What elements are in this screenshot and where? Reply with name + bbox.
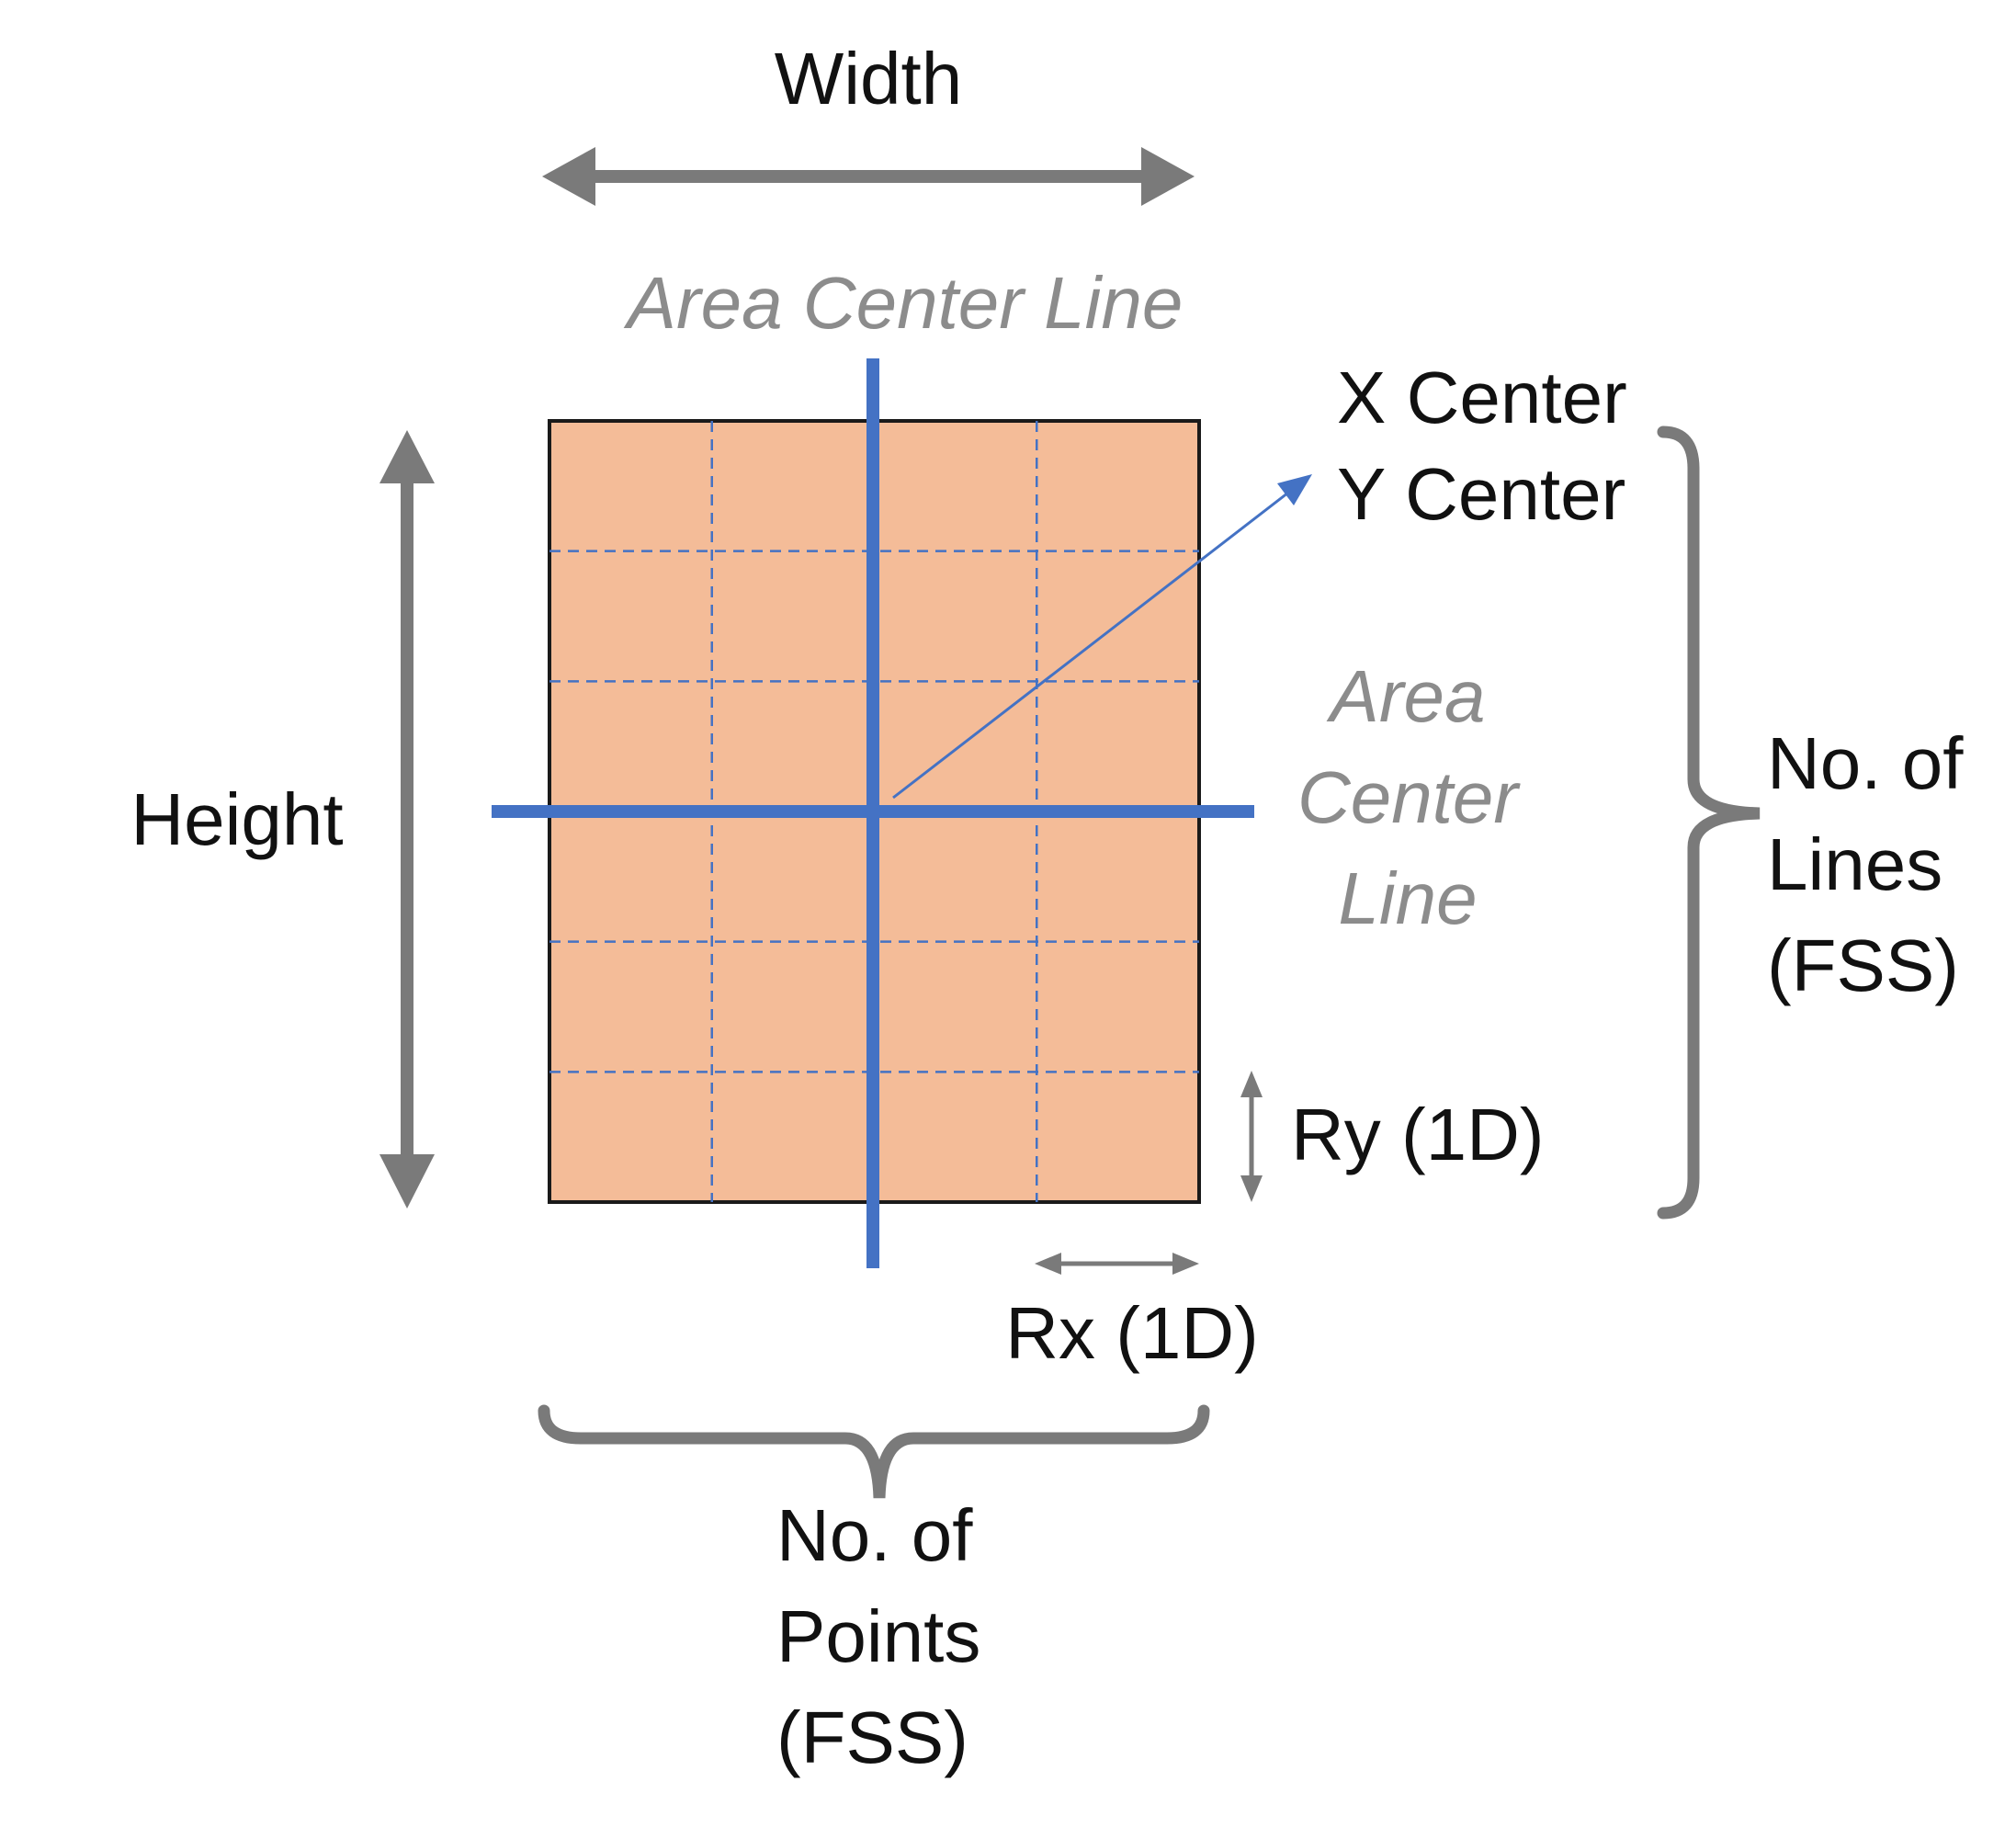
width-label: Width <box>775 38 963 119</box>
area-center-line-right-line-3: Line <box>1338 857 1477 939</box>
y-center-label: Y Center <box>1337 453 1625 535</box>
x-center-label: X Center <box>1337 357 1627 438</box>
points-brace <box>538 1404 1210 1499</box>
no-of-points-line-1: No. of <box>776 1494 973 1576</box>
height-arrow <box>379 430 435 1209</box>
height-label: Height <box>130 778 343 860</box>
ry-label: Ry (1D) <box>1291 1094 1545 1175</box>
lines-brace <box>1657 426 1761 1220</box>
no-of-points-label: No. of Points (FSS) <box>776 1494 980 1778</box>
no-of-lines-label: No. of Lines (FSS) <box>1767 722 1964 1006</box>
rx-label: Rx (1D) <box>1005 1292 1259 1374</box>
no-of-points-line-2: Points <box>776 1595 980 1677</box>
no-of-lines-line-1: No. of <box>1767 722 1964 804</box>
no-of-points-line-3: (FSS) <box>776 1696 968 1778</box>
no-of-lines-line-2: Lines <box>1767 823 1942 905</box>
ry-arrow <box>1240 1071 1263 1202</box>
rx-arrow <box>1035 1253 1199 1275</box>
area-center-line-right-line-2: Center <box>1297 756 1521 838</box>
area-center-line-right-line-1: Area <box>1327 655 1486 737</box>
area-center-line-top-label: Area Center Line <box>624 262 1184 344</box>
no-of-lines-line-3: (FSS) <box>1767 925 1959 1006</box>
center-pointer-arrow <box>892 474 1312 800</box>
width-arrow <box>542 147 1195 206</box>
area-center-line-right-label: Area Center Line <box>1297 655 1521 939</box>
